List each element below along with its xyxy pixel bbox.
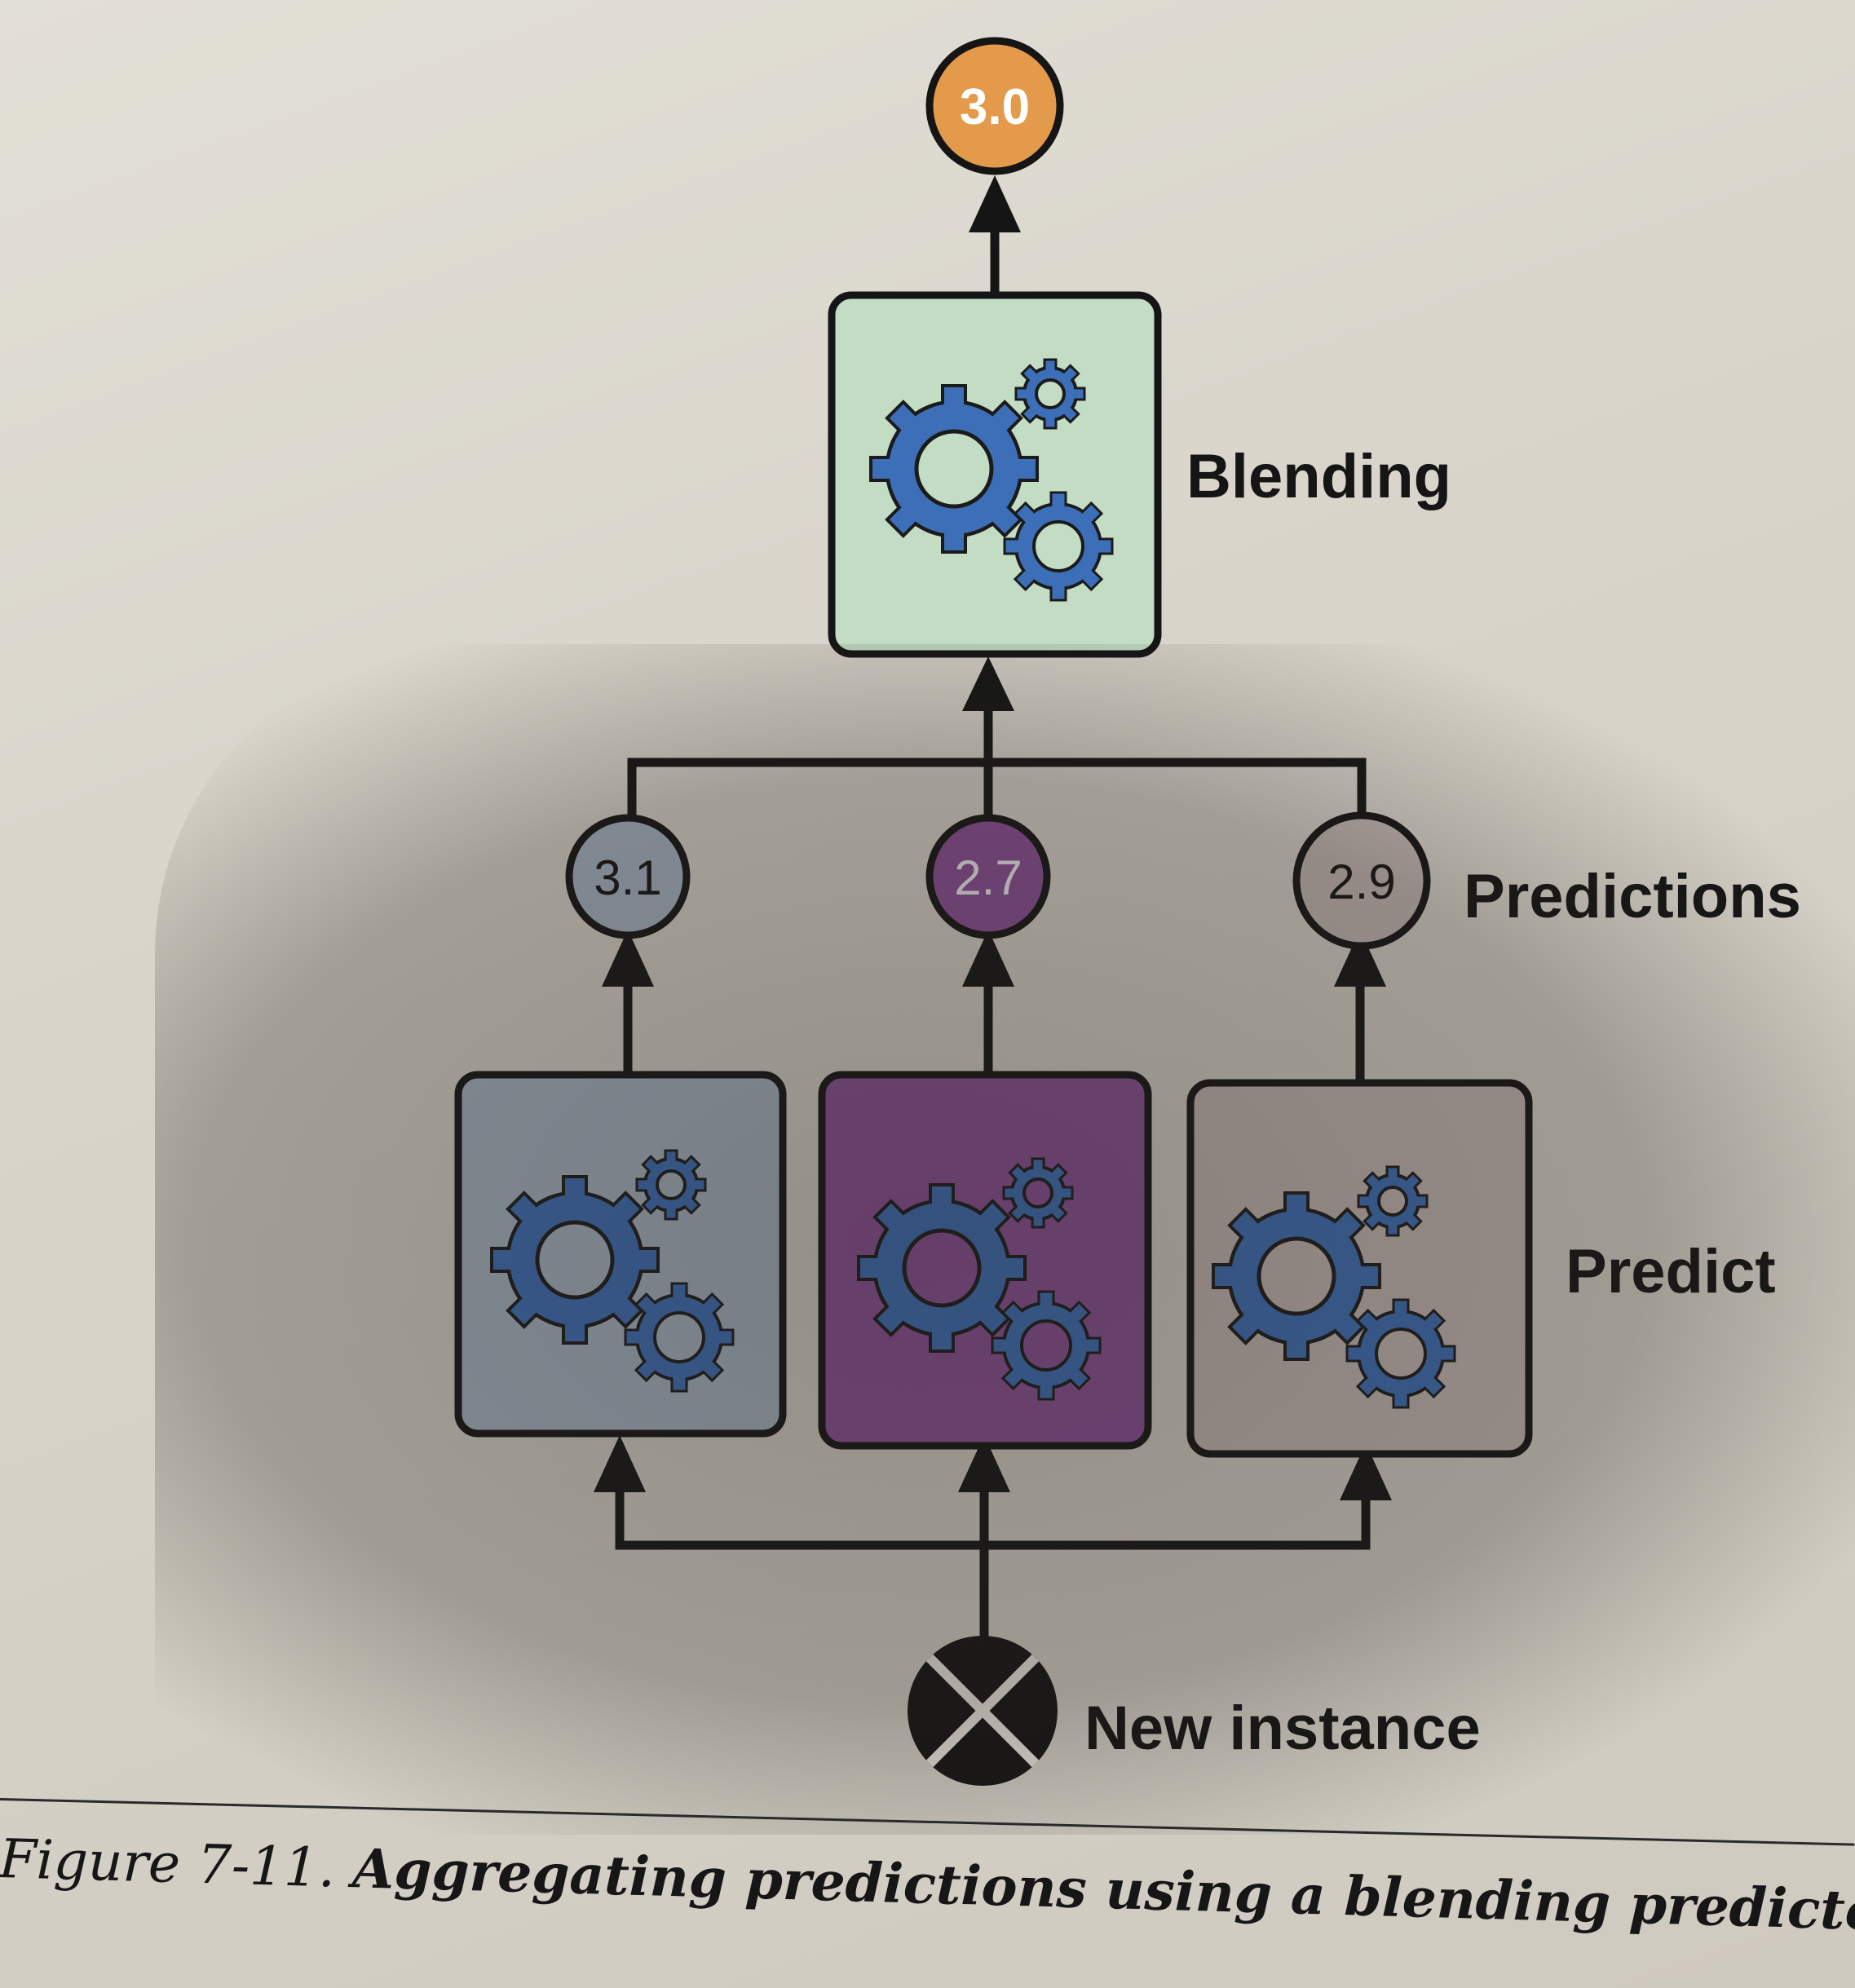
- output-circle: [925, 37, 1064, 175]
- predictor-box-1: [454, 1071, 787, 1438]
- output-node: 3.0: [925, 37, 1064, 175]
- blender-box: [828, 291, 1162, 658]
- prediction-value-2: 2.7: [954, 850, 1022, 905]
- prediction-circle-3: [1292, 811, 1431, 950]
- predictor-box-2: [818, 1071, 1152, 1450]
- arrowhead-prediction-1: [602, 930, 654, 987]
- arrowhead-blender: [962, 656, 1014, 711]
- cross-icon: [925, 1654, 1040, 1768]
- blender-label: Blending: [1186, 442, 1451, 511]
- figure-number: Figure 7-11.: [0, 1827, 337, 1900]
- prediction-circle-2: [925, 814, 1051, 939]
- arrowhead-predictor-2: [958, 1435, 1010, 1492]
- prediction-node-2: 2.7: [925, 814, 1051, 939]
- connector-lines: [615, 232, 1371, 1644]
- prediction-value-3: 2.9: [1327, 855, 1395, 909]
- prediction-node-1: 3.1: [565, 814, 691, 939]
- prediction-circle-1: [565, 814, 691, 939]
- arrowheads: [594, 175, 1392, 1500]
- input-label: New instance: [1084, 1694, 1481, 1763]
- predictions-label: Predictions: [1464, 862, 1801, 931]
- predictor-box-3: [1186, 1079, 1533, 1458]
- input-bus-line: [615, 1528, 1371, 1550]
- arrowhead-predictor-3: [1340, 1443, 1392, 1500]
- arrowhead-predictor-1: [594, 1435, 646, 1492]
- prediction-value-1: 3.1: [594, 850, 661, 905]
- predictors-label: Predict: [1566, 1237, 1776, 1306]
- input-node: [908, 1636, 1058, 1786]
- prediction-node-3: 2.9: [1292, 811, 1431, 950]
- arrowhead-prediction-3: [1334, 930, 1386, 987]
- arrowhead-output: [969, 175, 1021, 232]
- output-value: 3.0: [960, 79, 1030, 135]
- arrowhead-prediction-2: [962, 930, 1014, 987]
